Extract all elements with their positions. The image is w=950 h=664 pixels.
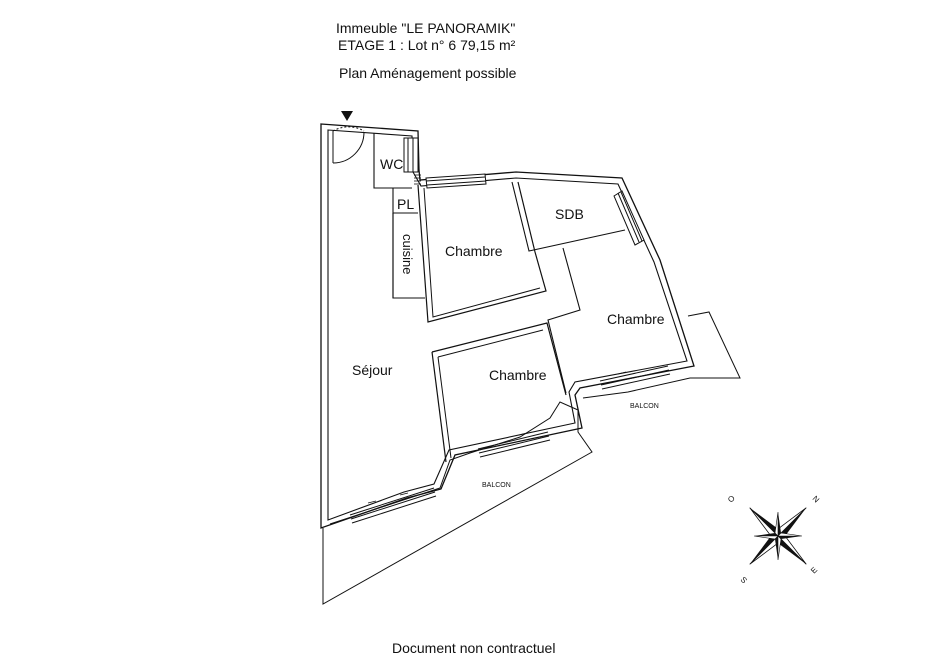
- wall-sdb: [511, 181, 626, 252]
- wall-wc: [373, 133, 412, 189]
- room-label-wc: WC: [380, 156, 403, 172]
- room-label-chambre-1: Chambre: [445, 243, 503, 259]
- balcony-label-right: BALCON: [630, 403, 659, 410]
- wall-chambre-1-inner: [423, 187, 541, 318]
- wall-chambre-3-top-inner: [437, 329, 544, 358]
- compass-n: N: [811, 494, 822, 505]
- entrance-marker-icon: [341, 111, 353, 121]
- building-title: Immeuble "LE PANORAMIK": [336, 20, 516, 36]
- floor-lot-info: ETAGE 1 : Lot n° 6 79,15 m²: [338, 37, 516, 53]
- window-chambre-3: [477, 431, 551, 458]
- wall-chambre-3: [431, 351, 447, 463]
- slide-arrows: [367, 371, 627, 504]
- balcony-main-outline: [322, 401, 593, 605]
- wall-chambre-2: [547, 247, 581, 394]
- wall-chambre-3-inner: [437, 356, 452, 459]
- exterior-wall-inner: [327, 129, 688, 521]
- room-label-chambre-3: Chambre: [489, 367, 547, 383]
- window-sejour: [349, 487, 437, 524]
- hatch-wc: [414, 174, 421, 185]
- wall-chambre-3-top: [431, 322, 567, 396]
- compass-s: S: [739, 575, 749, 585]
- entry-door: [332, 126, 365, 164]
- balcony-right-outline: [582, 311, 741, 399]
- wall-chambre-1: [417, 181, 547, 323]
- window-wc: [403, 137, 419, 173]
- room-label-sdb: SDB: [555, 206, 584, 222]
- room-label-sejour: Séjour: [352, 362, 393, 378]
- window-sdb: [613, 190, 645, 246]
- window-chambre-2: [599, 365, 671, 390]
- room-label-chambre-2: Chambre: [607, 311, 665, 327]
- window-chambre-1: [425, 173, 487, 189]
- plan-subtitle: Plan Aménagement possible: [339, 65, 517, 81]
- room-label-cuisine: cuisine: [400, 234, 415, 274]
- disclaimer-footer: Document non contractuel: [392, 640, 556, 656]
- compass-rose-icon: [749, 507, 807, 565]
- room-label-pl: PL: [397, 196, 414, 212]
- compass-e: E: [809, 565, 819, 575]
- balcony-label-main: BALCON: [482, 482, 511, 489]
- compass-o: O: [726, 494, 737, 505]
